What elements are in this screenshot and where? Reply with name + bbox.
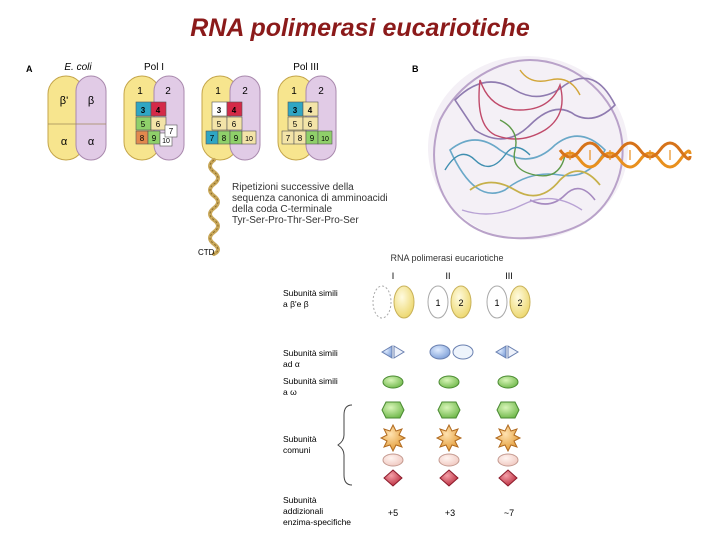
row3-shapes [382,375,519,389]
pol1-num-9: 9 [152,134,157,143]
row5-count-I: +5 [388,508,398,518]
ctd-label: CTD [198,248,215,257]
ctd-note-line-3: della coda C-terminale [232,204,332,215]
row2-shapes [381,344,519,360]
panel-a-letter: A [26,64,33,74]
pol2-num-3: 3 [217,106,222,115]
row4-label-line2: comuni [283,445,311,455]
pol3-num-3: 3 [293,106,298,115]
ecoli-label-alpha-1: α [61,136,68,148]
row5-count-III: ~7 [504,508,514,518]
ecoli-label-beta-prime: β' [60,95,68,107]
pol3-num-10: 10 [321,136,329,143]
pol2-polymerase: 1 2 3 4 5 6 7 8 9 10 CTD [198,75,261,257]
pol2-num-5: 5 [217,120,222,129]
pol3-num-7: 7 [286,134,291,143]
pol2-num-1: 1 [215,86,221,97]
row1-shapes: 1 2 1 2 [372,285,531,319]
ctd-note-line-1: Ripetizioni successive della [232,182,354,193]
row1-label-line1: Subunità simili [283,288,338,298]
pol2-num-4: 4 [232,106,237,115]
row1-num-1b: 1 [494,298,499,308]
pol2-crystal-structure [428,56,628,240]
ctd-note-line-2: sequenza canonica di amminoacidi [232,193,388,204]
pol1-num-7: 7 [169,127,174,136]
pol1-num-5: 5 [141,120,146,129]
row4-label-line1: Subunità [283,434,317,444]
pol2-num-9: 9 [234,134,239,143]
pol1-num-3: 3 [141,106,146,115]
pol1-num-4: 4 [156,106,161,115]
col-header-I: I [392,271,395,281]
row5-label-line1: Subunità [283,495,317,505]
ecoli-polymerase: E. coli β' β α α [47,62,107,161]
common-subunits-bracket [337,404,353,486]
pol1-num-2: 2 [165,86,171,97]
pol3-num-5: 5 [293,120,298,129]
ctd-note-line-4: Tyr-Ser-Pro-Thr-Ser-Pro-Ser [232,215,359,226]
beta-subunit [75,75,107,161]
pol3-num-4: 4 [308,106,313,115]
pol3-num-1: 1 [291,86,297,97]
row1-num-1a: 1 [435,298,440,308]
col-header-II: II [445,271,450,281]
pol3-polymerase: Pol III 1 2 3 4 5 6 7 8 9 10 [277,62,337,161]
pol1-num-8: 8 [140,134,145,143]
table-title: RNA polimerasi eucariotiche [390,253,503,263]
ecoli-title: E. coli [64,62,92,73]
row5-label-line2: addizionali [283,506,323,516]
pol3-num-2: 2 [318,86,324,97]
slide-title: RNA polimerasi eucariotiche [190,14,530,42]
pol2-num-7: 7 [210,134,215,143]
row1-label-line2: a β'e β [283,299,309,309]
row3-label-line2: a ω [283,387,297,397]
row4-shapes [379,401,522,487]
pol1-polymerase: Pol I 1 2 3 4 5 6 7 8 9 10 [123,62,185,161]
row1-num-2a: 2 [458,298,463,308]
ctd-tail [208,158,220,256]
row3-label-line1: Subunità simili [283,376,338,386]
pol3-num-6: 6 [308,120,313,129]
row2-label-line2: ad α [283,359,300,369]
row1-num-2b: 2 [517,298,522,308]
dna-helix [558,141,692,169]
pol1-num-6: 6 [156,120,161,129]
ecoli-label-alpha-2: α [88,136,95,148]
pol2-num-8: 8 [222,134,227,143]
pol2-num-2: 2 [242,86,248,97]
row5-label-line3: enzima-specifiche [283,517,351,527]
pol2-num-6: 6 [232,120,237,129]
pol1-num-10: 10 [162,138,170,145]
pol3-title: Pol III [293,62,319,73]
row5-count-II: +3 [445,508,455,518]
comparison-table: RNA polimerasi eucariotiche I II III Sub… [283,253,531,527]
panel-b-letter: B [412,64,419,74]
pol1-num-1: 1 [137,86,143,97]
pol1-title: Pol I [144,62,164,73]
pol3-num-8: 8 [298,134,303,143]
pol3-num-9: 9 [310,134,315,143]
col-header-III: III [505,271,513,281]
ecoli-label-beta: β [88,95,94,107]
row2-label-line1: Subunità simili [283,348,338,358]
pol2-num-10: 10 [245,136,253,143]
